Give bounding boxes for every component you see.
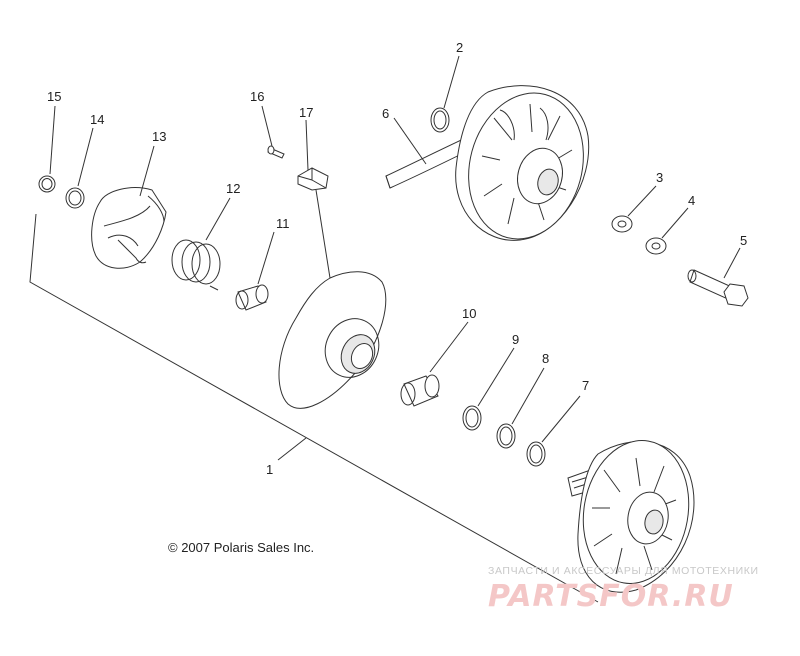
upper-clutch-part [455, 85, 590, 241]
watermark-logo: PARTSFOR.RU [488, 579, 734, 614]
callout-labels: 1 2 3 4 5 6 7 8 9 10 11 12 13 14 15 16 1… [47, 40, 747, 477]
callout-11: 11 [276, 216, 290, 231]
callout-2: 2 [456, 40, 463, 55]
slider-block-part [297, 167, 329, 191]
washer-part-14 [65, 187, 85, 209]
washer-part-3 [611, 215, 633, 233]
callout-9: 9 [512, 332, 519, 347]
washer-part-2 [430, 107, 450, 133]
screw-part [267, 145, 285, 159]
callout-6: 6 [382, 106, 389, 121]
bushing-part-10 [400, 374, 440, 407]
washer-part-8 [496, 423, 516, 449]
leader-lines [49, 55, 741, 461]
watermark: ЗАПЧАСТИ И АКСЕССУАРЫ ДЛЯ МОТОТЕХНИКИ PA… [488, 565, 759, 614]
spring-part [171, 239, 221, 291]
callout-12: 12 [226, 181, 240, 196]
watermark-caption: ЗАПЧАСТИ И АКСЕССУАРЫ ДЛЯ МОТОТЕХНИКИ [488, 565, 759, 577]
bushing-part-11 [235, 284, 269, 311]
bolt-part [687, 269, 749, 307]
snap-ring-part [38, 175, 56, 193]
callout-16: 16 [250, 89, 264, 104]
callout-10: 10 [462, 306, 476, 321]
washer-part-9 [462, 405, 482, 431]
callout-8: 8 [542, 351, 549, 366]
copyright-text: © 2007 Polaris Sales Inc. [168, 540, 314, 555]
spider-cover-part [91, 187, 167, 269]
callout-5: 5 [740, 233, 747, 248]
assembly-bracket [29, 213, 599, 603]
callout-17: 17 [299, 105, 313, 120]
callout-3: 3 [656, 170, 663, 185]
washer-part-4 [645, 237, 667, 255]
lower-clutch-part [567, 440, 695, 593]
callout-15: 15 [47, 89, 61, 104]
callout-14: 14 [90, 112, 104, 127]
fixed-sheave-part [278, 271, 387, 409]
washer-part-7 [526, 441, 546, 467]
callout-4: 4 [688, 193, 695, 208]
callout-1: 1 [266, 462, 273, 477]
callout-7: 7 [582, 378, 589, 393]
callout-13: 13 [152, 129, 166, 144]
